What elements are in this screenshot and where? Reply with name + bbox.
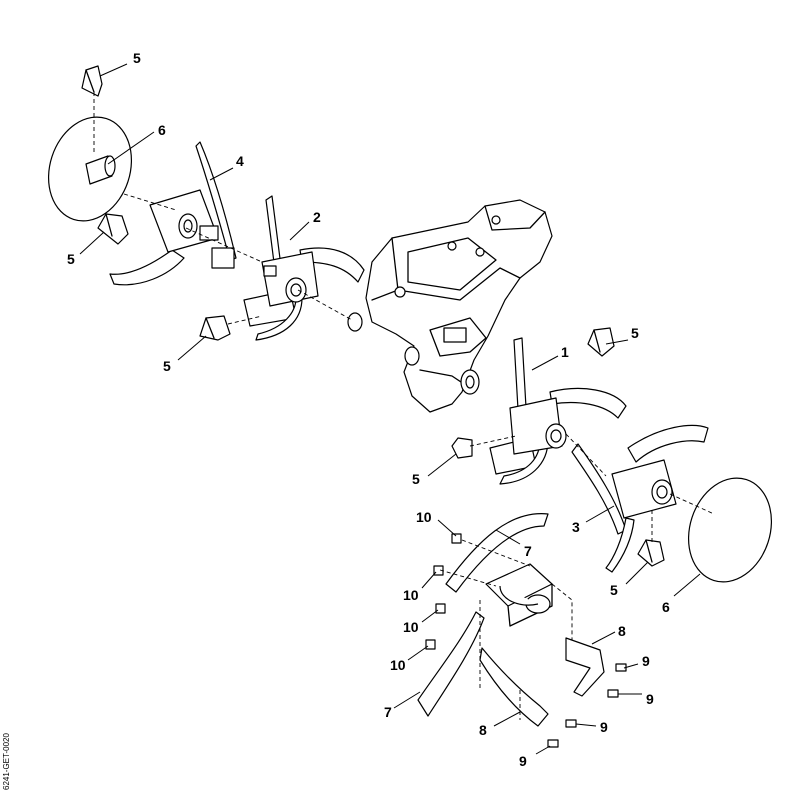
clip-5-right-top [587, 327, 615, 357]
blade-7-lower [417, 611, 485, 717]
callout-9-b: 9 [646, 691, 654, 707]
callout-5-left: 5 [67, 251, 75, 267]
clip-5-top-left [81, 65, 103, 97]
callout-5-right-top: 5 [631, 325, 639, 341]
nuts-10 [425, 533, 462, 650]
callout-5-mid-left: 5 [163, 358, 171, 374]
clip-5-mid-right [451, 437, 473, 459]
callout-5-mid-right: 5 [412, 471, 420, 487]
callout-10-a: 10 [416, 509, 432, 525]
callout-10-d: 10 [390, 657, 406, 673]
callout-8-right: 8 [618, 623, 626, 639]
callout-9-c: 9 [600, 719, 608, 735]
callout-2: 2 [313, 209, 321, 225]
callout-7-upper: 7 [524, 543, 532, 559]
bracket-8-right [565, 637, 605, 697]
callout-5-top-left: 5 [133, 50, 141, 66]
callout-8-middle: 8 [479, 722, 487, 738]
callout-4: 4 [236, 153, 244, 169]
callout-9-d: 9 [519, 753, 527, 769]
hub-flange [485, 563, 553, 627]
assembly-axes [93, 92, 715, 720]
tine-1 [489, 337, 627, 485]
callout-6-left: 6 [158, 122, 166, 138]
callout-1: 1 [561, 344, 569, 360]
callout-10-b: 10 [403, 587, 419, 603]
callout-5-right-bottom: 5 [610, 582, 618, 598]
blade-7-upper [445, 513, 549, 593]
tine-2 [243, 195, 365, 341]
callout-7-lower: 7 [384, 704, 392, 720]
callout-6-right: 6 [662, 599, 670, 615]
callout-10-c: 10 [403, 619, 419, 635]
blade-8-middle [479, 647, 549, 727]
leader-lines [79, 63, 701, 755]
tine-4 [109, 141, 237, 286]
callout-9-a: 9 [642, 653, 650, 669]
drawing-code: 6241-GET-0020 [2, 733, 11, 790]
callout-3: 3 [572, 519, 580, 535]
callouts: 1 2 3 4 5 5 5 5 5 5 6 6 7 7 8 8 9 9 9 9 … [67, 50, 670, 769]
shield-right [687, 477, 773, 583]
clip-5-left [97, 213, 129, 245]
shield-left [47, 116, 133, 222]
clip-5-mid-left [199, 315, 231, 341]
gear-housing [347, 199, 553, 413]
clip-5-right-bottom [637, 539, 665, 567]
tine-3 [571, 424, 709, 573]
